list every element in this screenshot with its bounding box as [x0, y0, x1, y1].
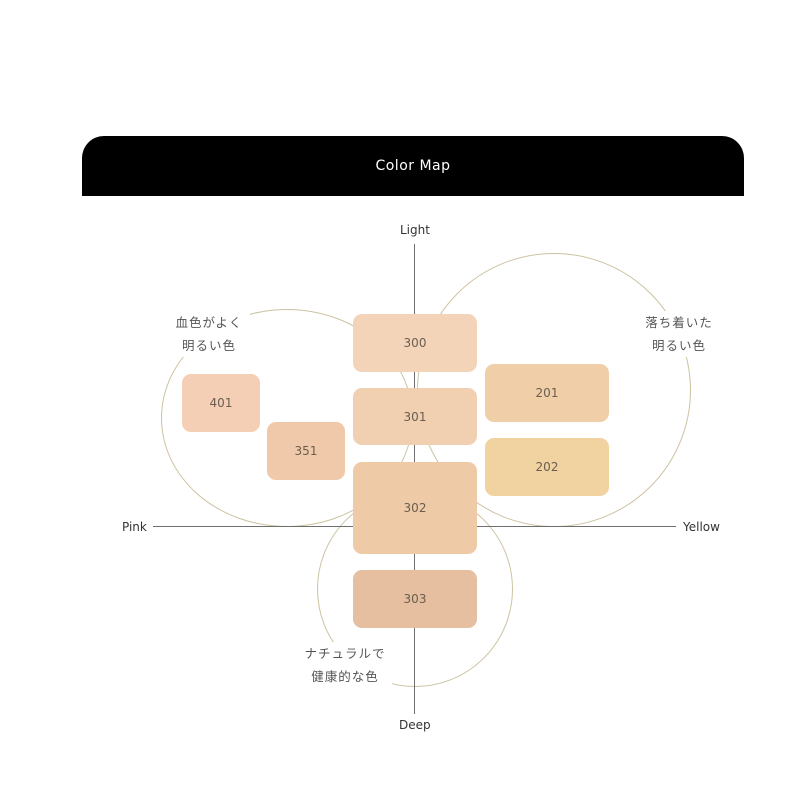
swatch-code: 300: [403, 336, 427, 350]
natural-group-label: ナチュラルで 健康的な色: [298, 642, 392, 688]
axis-label-pink: Pink: [122, 520, 147, 534]
pink-group-line2: 明るい色: [181, 338, 236, 353]
axis-label-light: Light: [400, 223, 430, 237]
color-map-header: Color Map: [82, 136, 744, 196]
header-title: Color Map: [375, 158, 451, 174]
axis-label-yellow: Yellow: [683, 520, 720, 534]
swatch-300[interactable]: 300: [353, 314, 477, 372]
yellow-group-line1: 落ち着いた: [645, 315, 713, 330]
swatch-301[interactable]: 301: [353, 388, 477, 445]
swatch-303[interactable]: 303: [353, 570, 477, 628]
swatch-code: 201: [535, 386, 559, 400]
pink-group-line1: 血色がよく: [175, 315, 243, 330]
natural-group-line2: 健康的な色: [311, 669, 379, 684]
axis-label-deep: Deep: [399, 718, 431, 732]
swatch-code: 302: [403, 501, 427, 515]
natural-group-line1: ナチュラルで: [304, 646, 386, 661]
swatch-202[interactable]: 202: [485, 438, 609, 496]
pink-group-label: 血色がよく 明るい色: [168, 311, 250, 357]
swatch-code: 202: [535, 460, 559, 474]
swatch-code: 351: [294, 444, 318, 458]
swatch-code: 401: [209, 396, 233, 410]
yellow-group-label: 落ち着いた 明るい色: [638, 311, 720, 357]
swatch-201[interactable]: 201: [485, 364, 609, 422]
swatch-401[interactable]: 401: [182, 374, 260, 432]
swatch-351[interactable]: 351: [267, 422, 345, 480]
swatch-code: 301: [403, 409, 427, 424]
swatch-code: 303: [403, 592, 427, 606]
swatch-302[interactable]: 302: [353, 462, 477, 554]
yellow-group-line2: 明るい色: [651, 338, 706, 353]
